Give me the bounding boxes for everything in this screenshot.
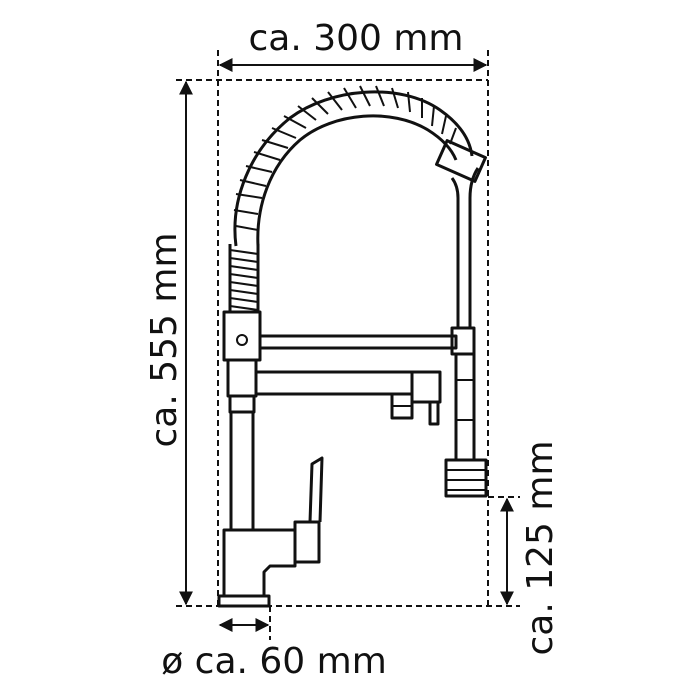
width-label: ca. 300 mm bbox=[248, 18, 463, 59]
spout-height-label: ca. 125 mm bbox=[520, 440, 561, 655]
height-label: ca. 555 mm bbox=[144, 232, 185, 447]
faucet-illustration bbox=[217, 85, 488, 608]
reference-lines bbox=[176, 50, 520, 640]
base-diameter-label: ø ca. 60 mm bbox=[161, 641, 387, 682]
